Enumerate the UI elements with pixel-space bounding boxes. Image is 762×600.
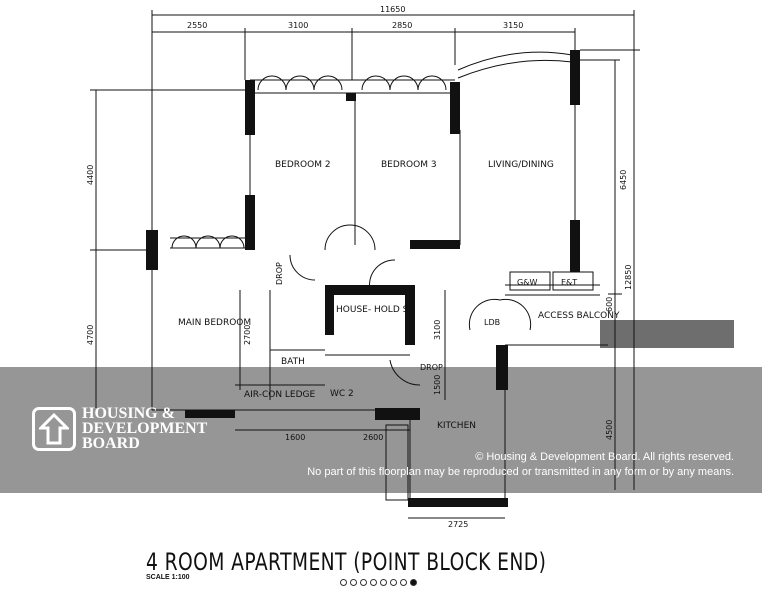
dim-left-lower: 4700 <box>86 325 95 345</box>
room-label-main-bedroom: MAIN BEDROOM <box>178 318 251 328</box>
dim-bottom-2725: 2725 <box>448 520 468 529</box>
logo-line-1: HOUSING & <box>82 405 175 422</box>
hdb-logo: HOUSING & DEVELOPMENT BOARD <box>32 405 208 452</box>
dim-bottom-2600: 2600 <box>363 433 383 442</box>
carousel-dot[interactable] <box>370 579 377 586</box>
room-label-kitchen: KITCHEN <box>437 421 476 431</box>
carousel-dot[interactable] <box>360 579 367 586</box>
room-label-bedroom-3: BEDROOM 3 <box>381 160 437 170</box>
dim-right-total: 12850 <box>624 265 633 290</box>
dim-top-4: 3150 <box>503 21 523 30</box>
dim-inner-2700: 2700 <box>243 325 252 345</box>
carousel-dot[interactable] <box>400 579 407 586</box>
carousel-dot[interactable] <box>350 579 357 586</box>
room-label-living-dining: LIVING/DINING <box>488 160 554 170</box>
copyright-text: © Housing & Development Board. All right… <box>475 451 734 463</box>
carousel-dot[interactable] <box>340 579 347 586</box>
label-eat: E&T <box>561 278 577 287</box>
dim-overall-width: 11650 <box>380 5 405 14</box>
carousel-dot[interactable] <box>380 579 387 586</box>
dim-inner-1500: 1500 <box>433 375 442 395</box>
carousel-dots[interactable] <box>340 579 417 586</box>
room-label-access-balcony: ACCESS BALCONY <box>538 311 620 321</box>
plan-title: 4 ROOM APARTMENT (POINT BLOCK END) <box>146 548 547 576</box>
dim-inner-3100: 3100 <box>433 320 442 340</box>
dim-left-upper: 4400 <box>86 165 95 185</box>
room-label-bath: BATH <box>281 357 305 367</box>
label-drop-bedroom: DROP <box>275 262 284 285</box>
label-drop: DROP <box>420 363 443 372</box>
label-ldb: LDB <box>484 318 500 327</box>
dim-top-1: 2550 <box>187 21 207 30</box>
carousel-dot[interactable] <box>410 579 417 586</box>
logo-line-2: DEVELOPMENT <box>82 420 208 437</box>
dim-top-2: 3100 <box>288 21 308 30</box>
copyright-notice: No part of this floorplan may be reprodu… <box>307 466 734 478</box>
carousel-dot[interactable] <box>390 579 397 586</box>
dim-top-3: 2850 <box>392 21 412 30</box>
house-arrow-icon <box>32 406 76 451</box>
room-label-household-shelter: HOUSE- HOLD S <box>336 305 409 315</box>
room-label-bedroom-2: BEDROOM 2 <box>275 160 331 170</box>
label-gw: G&W <box>517 278 537 287</box>
room-label-air-con-ledge: AIR-CON LEDGE <box>244 390 316 400</box>
dim-right-small: 600 <box>605 297 614 312</box>
dim-right-upper: 6450 <box>619 170 628 190</box>
watermark-strip <box>600 320 734 348</box>
plan-scale: SCALE 1:100 <box>146 574 190 581</box>
dim-right-lower: 4500 <box>605 420 614 440</box>
room-label-wc2: WC 2 <box>330 389 354 399</box>
dim-bottom-1600: 1600 <box>285 433 305 442</box>
logo-line-3: BOARD <box>82 435 140 452</box>
